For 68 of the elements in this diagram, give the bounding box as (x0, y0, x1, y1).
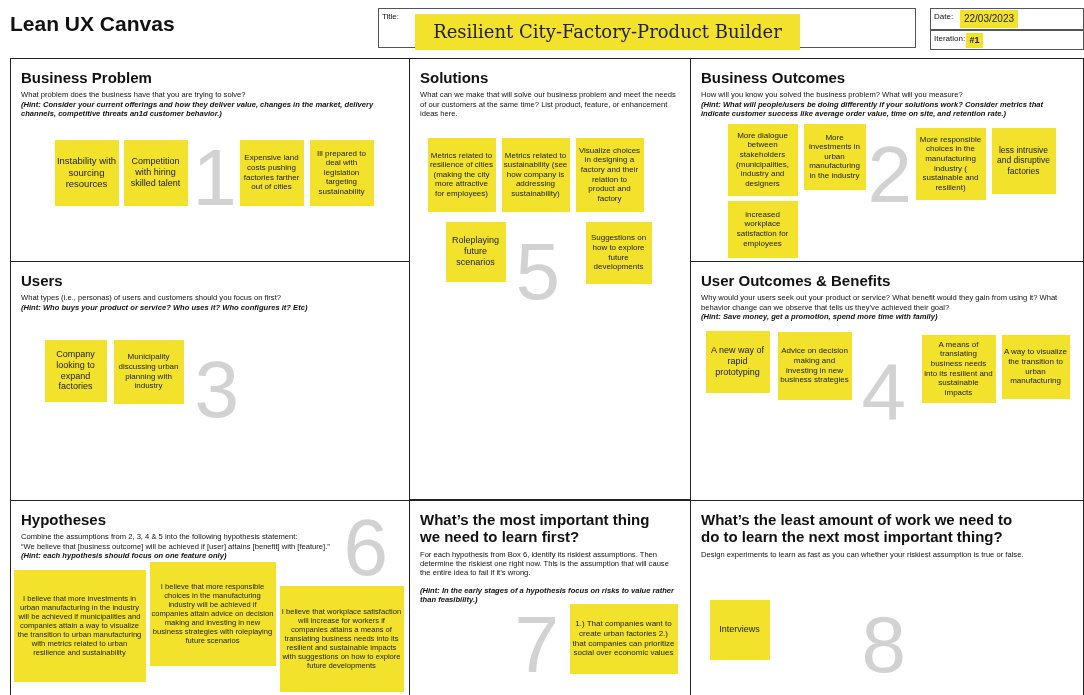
field-label: Iteration: (934, 34, 966, 43)
sticky-note (279, 585, 404, 692)
section-heading: Business Problem (21, 69, 153, 87)
sticky-note (427, 137, 496, 212)
section-heading: Users (21, 272, 64, 290)
note-text: A new way of rapid prototyping (710, 345, 765, 378)
sticky-note (575, 137, 644, 212)
sticky-note (585, 221, 652, 284)
note-text: Suggestions on how to explore future developments (589, 233, 648, 272)
canvas-section (690, 58, 1084, 262)
sticky-note (727, 123, 798, 196)
sticky-note (149, 561, 276, 666)
section-heading: Business Outcomes (701, 69, 847, 87)
sticky-note (727, 200, 798, 258)
sticky-note (501, 137, 570, 212)
sticky-note (44, 339, 107, 402)
sticky-note (1001, 334, 1070, 399)
section-heading: Solutions (420, 69, 490, 87)
note-text: Roleplaying future scenarios (451, 235, 500, 268)
note-text: A way to visualize the transition to urban manufacturing (1003, 347, 1068, 386)
note-text: Resilient City-Factory-Product Builder (433, 21, 782, 43)
canvas-title: Lean UX Canvas (10, 12, 175, 36)
title-field (378, 8, 916, 48)
note-text: Interviews (719, 624, 760, 635)
note-text: #1 (969, 35, 980, 46)
sticky-note (803, 123, 866, 190)
section-heading: What’s the least amount of work we need to do to learn the next most important thing? (701, 511, 1014, 546)
note-text: More dialogue between stakeholders (municipalities, industry and designers (735, 130, 790, 189)
sticky-note (54, 139, 119, 206)
section-heading: What’s the most important thing we need to learn first? (420, 511, 651, 546)
note-text: Metrics related to resilience of cities (making the city more attractive for employees) (429, 150, 494, 199)
sticky-note (415, 14, 800, 50)
sticky-note (777, 331, 852, 400)
iteration-field (930, 30, 1084, 50)
sticky-note (309, 139, 374, 206)
note-text: Metrics related to sustainability (see how company is addressing sustainability) (503, 150, 568, 199)
note-text: Competition with hiring skilled talent (129, 156, 182, 189)
note-text: 1.) That companies want to create urban factories 2.) that companies can prioritize social over economic values (571, 619, 676, 658)
canvas-section (10, 58, 410, 262)
sticky-note (915, 127, 986, 200)
field-label: Title: (382, 12, 400, 21)
note-text: increased workplace satisfaction for employees (735, 209, 790, 249)
note-text: 22/03/2023 (963, 13, 1015, 25)
sticky-note (709, 599, 770, 660)
note-text: More responsible choices in the manufacturing industry ( sustainable and resilient) (918, 134, 983, 193)
note-text: Ill prepared to deal with legislation targeting sustainability (316, 148, 367, 197)
sticky-note (123, 139, 188, 206)
note-text: A means of translating business needs into its resilient and sustainable impacts (923, 339, 994, 398)
note-text: Company looking to expand factories (55, 348, 96, 393)
note-text: Visualize choices in designing a factory and their relation to product and factory (577, 145, 642, 204)
sticky-note (113, 339, 184, 404)
note-text: Instability with sourcing resources (56, 155, 117, 190)
sticky-note (445, 221, 506, 282)
note-text: Municipality discussing urban planning with industry (117, 352, 180, 391)
note-text: Expensive land costs pushing factories farther out of cities (242, 153, 301, 192)
sticky-note (239, 139, 304, 206)
sticky-note (705, 330, 770, 393)
date-field (930, 8, 1084, 30)
note-text: More investments in urban manufacturing in the industry (807, 132, 862, 181)
canvas-section (409, 58, 691, 500)
sticky-note (569, 603, 678, 674)
section-heading: Hypotheses (21, 511, 108, 529)
field-label: Date: (934, 12, 954, 21)
section-heading: User Outcomes & Benefits (701, 272, 892, 290)
note-text: Advice on decision making and investing in new business strategies (779, 346, 850, 385)
note-text: less intrusive and disruptive factories (996, 145, 1051, 176)
sticky-note (991, 127, 1056, 194)
sticky-note (13, 569, 146, 682)
